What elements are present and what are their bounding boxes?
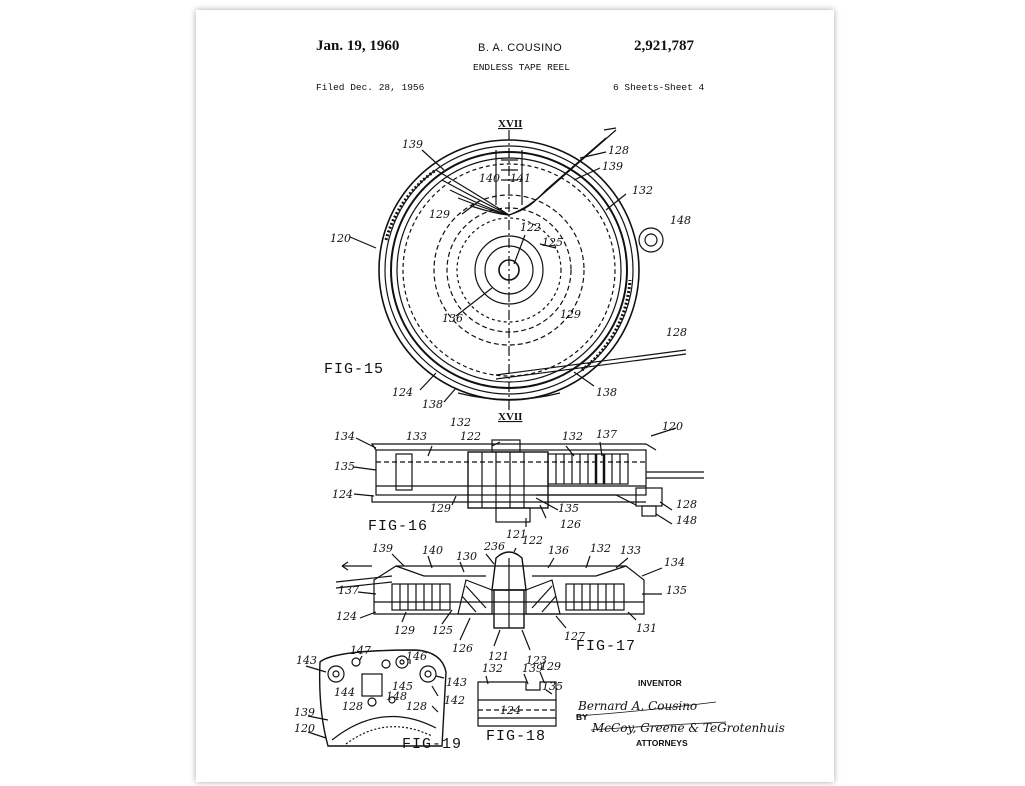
ref-135: 135 bbox=[542, 680, 563, 693]
ref-127: 127 bbox=[564, 630, 585, 643]
ref-143: 143 bbox=[296, 654, 317, 667]
ref-131: 131 bbox=[636, 622, 657, 635]
ref-129: 129 bbox=[394, 624, 415, 637]
ref-130: 130 bbox=[456, 550, 477, 563]
ref-148: 148 bbox=[670, 214, 691, 227]
ref-135: 135 bbox=[558, 502, 579, 515]
ref-144: 144 bbox=[334, 686, 355, 699]
ref-125: 125 bbox=[432, 624, 453, 637]
ref-128: 128 bbox=[342, 700, 363, 713]
ref-135: 135 bbox=[334, 460, 355, 473]
ref-129: 129 bbox=[540, 660, 561, 673]
by-label: BY bbox=[576, 712, 588, 722]
section-mark-top: XVII bbox=[498, 118, 522, 130]
ref-134: 134 bbox=[664, 556, 685, 569]
ref-129: 129 bbox=[429, 208, 450, 221]
ref-125: 125 bbox=[542, 236, 563, 249]
patent-date: Jan. 19, 1960 bbox=[316, 38, 400, 54]
section-mark-bottom: XVII bbox=[498, 411, 522, 423]
ref-124: 124 bbox=[500, 704, 521, 717]
inventor-signature: Bernard A. Cousino bbox=[577, 699, 697, 713]
ref-124: 124 bbox=[332, 488, 353, 501]
ref-128: 128 bbox=[406, 700, 427, 713]
ref-132: 132 bbox=[562, 430, 583, 443]
attorneys-signature: McCoy, Greene & TeGrotenhuis bbox=[591, 721, 785, 735]
ref-236: 236 bbox=[483, 540, 505, 553]
ref-140: 140 bbox=[422, 544, 443, 557]
ref-132: 132 bbox=[450, 416, 471, 429]
fig16-reel-side-view bbox=[353, 427, 704, 527]
ref-135: 135 bbox=[666, 584, 687, 597]
fig19-label: FIG-19 bbox=[402, 736, 462, 753]
ref-120: 120 bbox=[330, 232, 351, 245]
ref-124: 124 bbox=[336, 610, 357, 623]
ref-145: 145 bbox=[392, 680, 413, 693]
ref-138: 138 bbox=[596, 386, 617, 399]
ref-122: 122 bbox=[460, 430, 481, 443]
ref-136: 136 bbox=[548, 544, 569, 557]
ref-128: 128 bbox=[608, 144, 629, 157]
ref-128: 128 bbox=[666, 326, 687, 339]
ref-146: 146 bbox=[406, 650, 427, 663]
ref-139: 139 bbox=[372, 542, 393, 555]
ref-136: 136 bbox=[442, 312, 463, 325]
ref-133: 133 bbox=[406, 430, 427, 443]
fig17-label: FIG-17 bbox=[576, 638, 636, 655]
ref-139: 139 bbox=[602, 160, 623, 173]
ref-147: 147 bbox=[350, 644, 371, 657]
ref-132: 132 bbox=[590, 542, 611, 555]
ref-141: 141 bbox=[510, 172, 531, 185]
ref-126: 126 bbox=[452, 642, 473, 655]
ref-126: 126 bbox=[560, 518, 581, 531]
ref-134: 134 bbox=[334, 430, 355, 443]
ref-120: 120 bbox=[294, 722, 315, 735]
ref-123: 123 bbox=[526, 654, 547, 667]
fig15-label: FIG-15 bbox=[324, 361, 384, 378]
attorneys-label: ATTORNEYS bbox=[636, 738, 688, 748]
patent-drawing: XVII XVII FIG-15 FIG-16 FIG-17 FIG-18 FI… bbox=[294, 118, 785, 753]
ref-132: 132 bbox=[482, 662, 503, 675]
inventor-name: B. A. COUSINO bbox=[478, 42, 563, 54]
patent-sheet: Jan. 19, 1960 B. A. COUSINO 2,921,787 EN… bbox=[196, 10, 834, 782]
ref-122: 122 bbox=[520, 221, 541, 234]
fig15-reel-top-view bbox=[349, 127, 687, 410]
ref-129: 129 bbox=[430, 502, 451, 515]
fig19-reel-detail bbox=[305, 649, 447, 747]
ref-137: 137 bbox=[596, 428, 617, 441]
patent-number: 2,921,787 bbox=[634, 38, 694, 54]
sheet-count: 6 Sheets-Sheet 4 bbox=[613, 82, 705, 93]
ref-124: 124 bbox=[392, 386, 413, 399]
ref-143: 143 bbox=[446, 676, 467, 689]
ref-122: 122 bbox=[522, 534, 543, 547]
patent-title: ENDLESS TAPE REEL bbox=[473, 62, 570, 73]
ref-142: 142 bbox=[444, 694, 465, 707]
ref-140: 140 bbox=[479, 172, 500, 185]
ref-137: 137 bbox=[338, 584, 359, 597]
ref-132: 132 bbox=[632, 184, 653, 197]
ref-148: 148 bbox=[386, 690, 407, 703]
ref-139: 139 bbox=[522, 662, 543, 675]
ref-139: 139 bbox=[294, 706, 315, 719]
ref-120: 120 bbox=[662, 420, 683, 433]
ref-138: 138 bbox=[422, 398, 443, 411]
filed-date: Filed Dec. 28, 1956 bbox=[316, 82, 425, 93]
fig18-rim-detail bbox=[477, 671, 557, 727]
ref-133: 133 bbox=[620, 544, 641, 557]
ref-139: 139 bbox=[402, 138, 423, 151]
ref-129: 129 bbox=[560, 308, 581, 321]
ref-128: 128 bbox=[676, 498, 697, 511]
fig18-label: FIG-18 bbox=[486, 728, 546, 745]
inventor-label: INVENTOR bbox=[638, 678, 682, 688]
ref-121: 121 bbox=[488, 650, 509, 663]
ref-148: 148 bbox=[676, 514, 697, 527]
fig16-label: FIG-16 bbox=[368, 518, 428, 535]
ref-121: 121 bbox=[506, 528, 527, 541]
fig17-reel-section bbox=[335, 547, 663, 651]
